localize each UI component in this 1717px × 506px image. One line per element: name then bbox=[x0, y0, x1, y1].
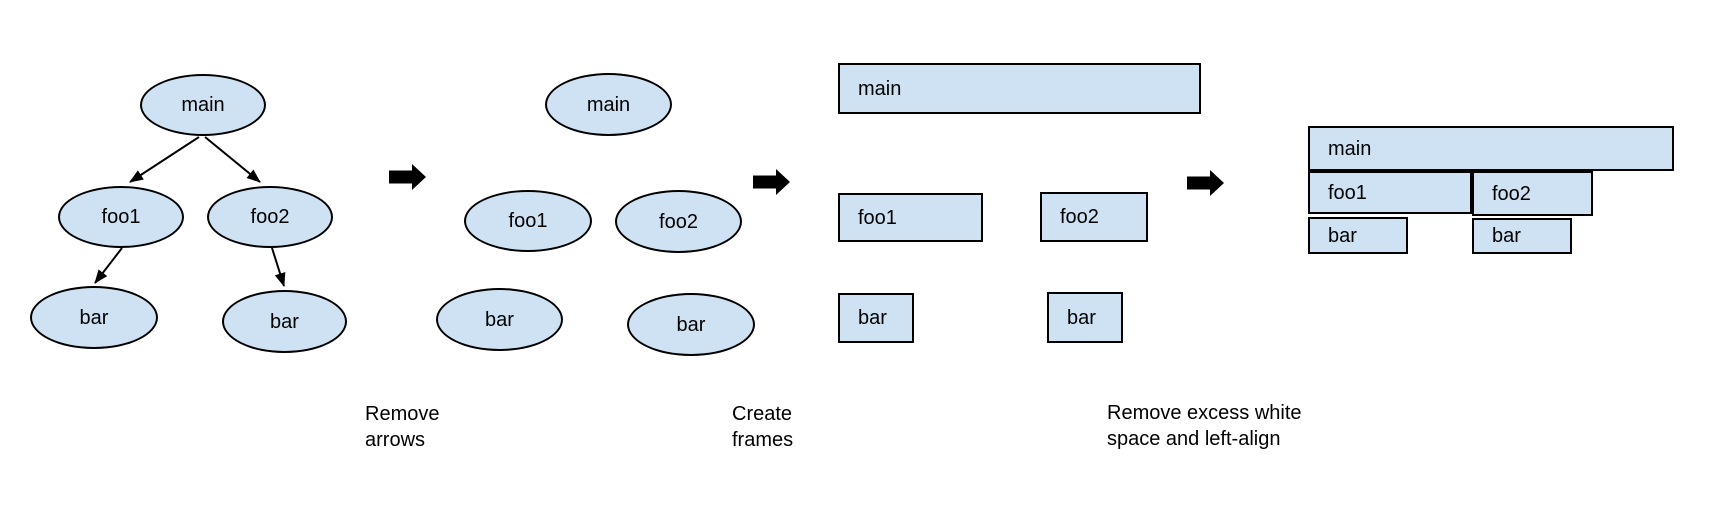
no-arrows-node-foo1: foo1 bbox=[464, 190, 592, 252]
node-label: bar bbox=[79, 306, 109, 329]
step-caption-line: Create bbox=[732, 403, 793, 425]
step-caption-line: space and left-align bbox=[1107, 428, 1281, 450]
node-label: foo1 bbox=[508, 210, 548, 232]
node-label: foo2 bbox=[659, 210, 698, 233]
right-arrow-icon bbox=[389, 164, 426, 190]
node-label: bar bbox=[1492, 225, 1521, 247]
frames-node-foo2: foo2 bbox=[1040, 192, 1148, 242]
flame-graph-node-bar: bar bbox=[1308, 217, 1408, 254]
flame-graph-node-foo1: foo1 bbox=[1308, 171, 1472, 214]
call-edge-arrow bbox=[94, 247, 123, 284]
node-label: bar bbox=[1328, 224, 1357, 247]
call-tree-node-main: main bbox=[140, 74, 266, 136]
right-arrow-icon bbox=[753, 169, 790, 195]
frames-node-foo1: foo1 bbox=[838, 193, 983, 242]
frames-node-bar: bar bbox=[838, 293, 914, 343]
frames-node-main: main bbox=[838, 63, 1201, 114]
flame-graph-node-main: main bbox=[1308, 126, 1674, 171]
step-caption-line: arrows bbox=[365, 429, 426, 451]
flame-graph-node-foo2: foo2 bbox=[1472, 171, 1593, 216]
call-tree-node-foo1: foo1 bbox=[58, 186, 184, 248]
node-label: bar bbox=[676, 313, 706, 336]
no-arrows-node-bar: bar bbox=[627, 293, 755, 356]
node-label: foo1 bbox=[858, 206, 897, 229]
step-caption-line: frames bbox=[732, 429, 794, 451]
node-label: bar bbox=[485, 308, 514, 331]
step-caption-line: Remove excess white bbox=[1107, 402, 1302, 424]
node-label: foo2 bbox=[1060, 206, 1099, 228]
no-arrows-node-foo2: foo2 bbox=[615, 190, 742, 253]
flame-graph-node-bar: bar bbox=[1472, 218, 1572, 254]
node-label: foo2 bbox=[250, 206, 290, 228]
frames-node-bar: bar bbox=[1047, 292, 1123, 343]
right-arrow-icon bbox=[1187, 170, 1224, 196]
node-label: bar bbox=[270, 310, 299, 333]
node-label: foo1 bbox=[101, 206, 141, 228]
node-label: bar bbox=[858, 307, 887, 329]
node-label: foo2 bbox=[1492, 182, 1531, 205]
step-caption-line: Remove bbox=[365, 403, 440, 425]
step-caption: Remove arrows bbox=[365, 401, 439, 453]
call-edge-arrow bbox=[129, 136, 200, 183]
call-tree-node-bar: bar bbox=[30, 286, 158, 349]
node-label: main bbox=[858, 77, 902, 100]
node-label: main bbox=[1328, 137, 1372, 160]
node-label: main bbox=[181, 94, 225, 116]
call-edge-arrow bbox=[271, 247, 286, 287]
call-tree-node-bar: bar bbox=[222, 290, 347, 353]
node-label: bar bbox=[1067, 306, 1096, 329]
node-label: foo1 bbox=[1328, 181, 1367, 204]
call-edge-arrow bbox=[204, 136, 261, 183]
step-caption: Create frames bbox=[732, 401, 793, 453]
no-arrows-node-main: main bbox=[545, 73, 672, 136]
node-label: main bbox=[586, 93, 631, 116]
call-tree-node-foo2: foo2 bbox=[207, 186, 333, 248]
step-caption: Remove excess white space and left-align bbox=[1107, 400, 1302, 452]
no-arrows-node-bar: bar bbox=[436, 288, 563, 351]
